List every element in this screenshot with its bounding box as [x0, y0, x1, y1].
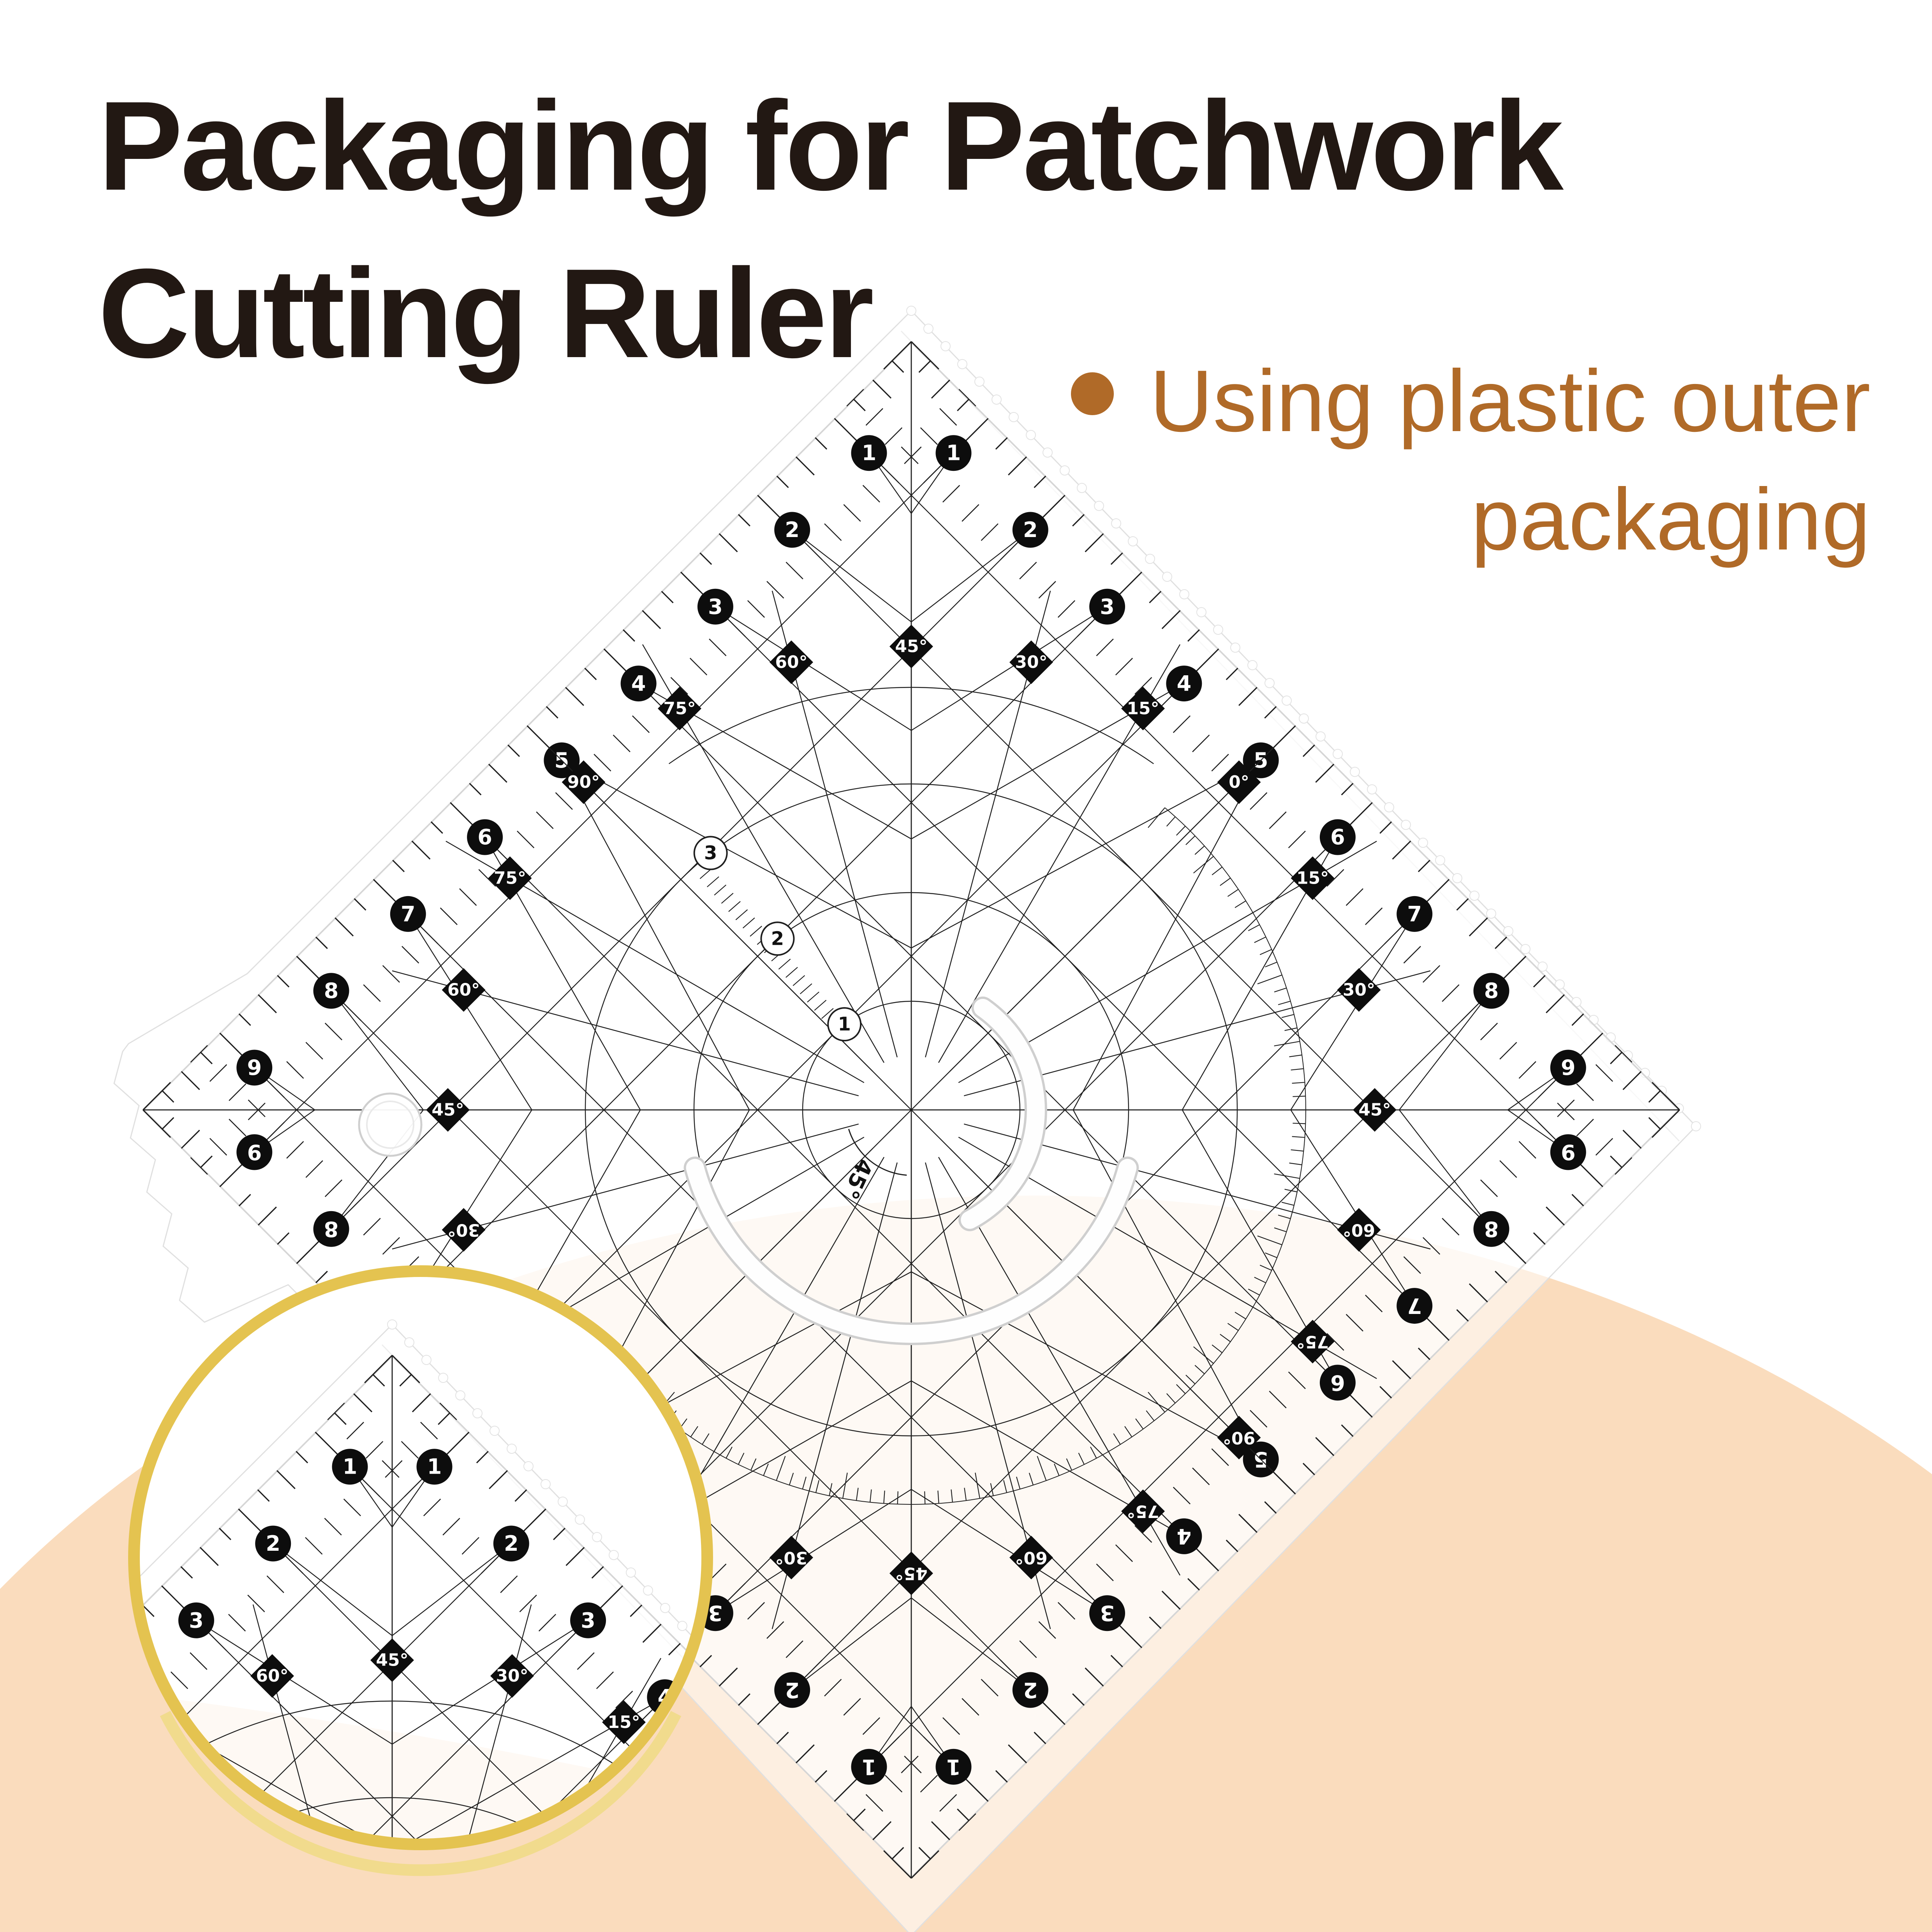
svg-text:75°: 75°: [494, 868, 526, 888]
page-title: Packaging for Patchwork Cutting Ruler: [98, 62, 1564, 398]
svg-text:15°: 15°: [608, 1712, 640, 1732]
svg-text:1: 1: [427, 1455, 442, 1479]
svg-text:6: 6: [477, 825, 492, 849]
svg-text:15°: 15°: [1296, 868, 1329, 888]
svg-text:60°: 60°: [447, 980, 480, 1000]
svg-text:6: 6: [1330, 1370, 1345, 1395]
svg-text:60°: 60°: [256, 1666, 288, 1686]
svg-text:2: 2: [1023, 518, 1038, 542]
svg-text:90°: 90°: [567, 772, 600, 792]
svg-text:1: 1: [343, 1455, 358, 1479]
svg-text:3: 3: [1100, 594, 1115, 619]
svg-text:2: 2: [504, 1531, 519, 1556]
feature-bullet-text: Using plastic outer packaging: [1150, 342, 1870, 579]
svg-text:2: 2: [266, 1531, 280, 1556]
svg-text:2: 2: [785, 518, 800, 542]
svg-text:45°: 45°: [431, 1100, 464, 1120]
page-title-line1: Packaging for Patchwork: [98, 75, 1564, 217]
svg-text:9: 9: [247, 1140, 262, 1164]
svg-text:7: 7: [1407, 1294, 1422, 1318]
svg-text:75°: 75°: [1127, 1501, 1159, 1521]
svg-text:1: 1: [838, 1013, 851, 1035]
svg-text:1: 1: [946, 1754, 961, 1779]
svg-text:30°: 30°: [1343, 980, 1375, 1000]
feature-line1: Using plastic outer: [1150, 352, 1870, 450]
svg-text:60°: 60°: [1015, 1548, 1047, 1567]
svg-text:7: 7: [401, 902, 416, 926]
svg-text:4: 4: [1177, 671, 1192, 696]
svg-text:8: 8: [324, 979, 339, 1003]
svg-text:75°: 75°: [1296, 1332, 1329, 1352]
svg-text:4: 4: [631, 671, 646, 696]
svg-text:1: 1: [862, 441, 877, 465]
svg-text:90°: 90°: [1223, 1428, 1255, 1448]
svg-text:4: 4: [1177, 1524, 1192, 1548]
svg-text:9: 9: [1561, 1140, 1576, 1164]
svg-text:3: 3: [704, 842, 717, 864]
svg-text:0°: 0°: [1229, 772, 1249, 792]
svg-text:1: 1: [862, 1754, 877, 1779]
zoomed-ruler-corner: 12345678912345678912345678912345678945°3…: [134, 1319, 707, 1844]
svg-text:60°: 60°: [775, 652, 807, 672]
svg-text:9: 9: [1561, 1055, 1576, 1080]
svg-text:30°: 30°: [1015, 652, 1047, 672]
feature-line2: packaging: [1471, 470, 1870, 568]
svg-text:2: 2: [771, 928, 784, 949]
svg-text:60°: 60°: [1343, 1220, 1375, 1240]
svg-text:8: 8: [324, 1217, 339, 1241]
zoom-inset-gold-ring: [128, 1265, 713, 1850]
svg-text:45°: 45°: [895, 1564, 927, 1583]
svg-text:30°: 30°: [496, 1666, 528, 1686]
svg-text:30°: 30°: [447, 1220, 480, 1240]
svg-text:3: 3: [708, 1601, 723, 1626]
svg-text:3: 3: [708, 594, 723, 619]
svg-text:9: 9: [247, 1055, 262, 1080]
svg-text:6: 6: [1330, 825, 1345, 849]
bullet-dot-icon: [1071, 372, 1114, 415]
svg-text:2: 2: [785, 1678, 800, 1702]
svg-text:8: 8: [1484, 1217, 1499, 1241]
svg-text:3: 3: [581, 1608, 595, 1633]
svg-text:1: 1: [946, 441, 961, 465]
svg-text:75°: 75°: [663, 699, 696, 719]
svg-text:2: 2: [1023, 1678, 1038, 1702]
svg-text:15°: 15°: [1127, 699, 1159, 719]
svg-text:45°: 45°: [1358, 1100, 1391, 1120]
svg-text:45°: 45°: [895, 637, 927, 657]
packaged-ruler: 12345678912345678912345678912345678945°3…: [134, 1319, 707, 1844]
svg-text:30°: 30°: [775, 1548, 807, 1567]
svg-text:3: 3: [1100, 1601, 1115, 1626]
svg-text:7: 7: [1407, 902, 1422, 926]
feature-bullet: Using plastic outer packaging: [1071, 342, 1870, 579]
svg-text:8: 8: [1484, 979, 1499, 1003]
zoom-inset-gold-ring-light: [160, 1711, 682, 1876]
zoom-inset: 12345678912345678912345678912345678945°3…: [128, 1265, 713, 1876]
svg-text:3: 3: [189, 1608, 204, 1633]
page-title-line2: Cutting Ruler: [98, 243, 874, 385]
svg-text:45°: 45°: [376, 1650, 408, 1670]
